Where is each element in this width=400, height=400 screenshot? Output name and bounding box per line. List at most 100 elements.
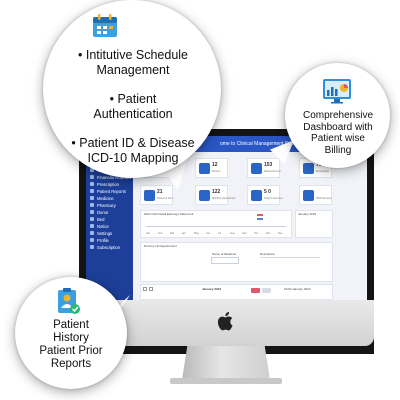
menu-icon: [90, 168, 94, 172]
menu-icon: [90, 245, 94, 249]
monitor-foot: [170, 378, 282, 384]
month-label: Feb: [158, 232, 163, 235]
month-label: Oct: [254, 232, 258, 235]
stat-icon: [199, 190, 210, 201]
menu-icon: [90, 203, 94, 207]
history-bubble-text: Patient History Patient Prior Reports: [20, 319, 122, 371]
month-label: Nov: [266, 232, 271, 235]
apple-logo-icon: [217, 311, 233, 331]
stat-icon: [251, 190, 262, 201]
feature-text: Patient ID & Disease: [79, 136, 195, 150]
menu-icon: [90, 182, 94, 186]
stat-value: 5 0: [264, 189, 271, 195]
stat-icon: [199, 163, 210, 174]
sidebar-item-label: Profile: [97, 237, 109, 243]
sidebar-item-label: Medicine: [97, 195, 114, 201]
month-label: Dec: [278, 232, 283, 235]
sidebar-item-notice[interactable]: Notice: [90, 223, 109, 229]
patient-report-icon: [58, 288, 80, 314]
description-title: Description: [260, 252, 276, 256]
calendar-icon: [93, 14, 117, 37]
bullet: •: [77, 48, 83, 62]
feature-text: Management: [96, 63, 170, 77]
prev-button[interactable]: [143, 287, 147, 291]
sidebar-item-label: Notice: [97, 223, 109, 229]
month-label: Jan: [146, 232, 151, 235]
menu-icon: [90, 210, 94, 214]
bubble-line: Patient: [53, 319, 89, 331]
month-label: Jul: [218, 232, 222, 235]
sidebar-item-bed[interactable]: Bed: [90, 216, 104, 222]
month-label: Mar: [170, 232, 175, 235]
sidebar-item-label: Patient Reports: [97, 188, 126, 194]
side-panel-title: January 2023: [298, 212, 317, 216]
monitor-stand: [182, 346, 270, 380]
menu-icon: [90, 231, 94, 235]
sidebar-item-subscription[interactable]: Subscription: [90, 244, 120, 250]
appointments-title: Dummy Ltd Appointment: [144, 244, 177, 248]
stat-card[interactable]: 5 0 Today's Services: [247, 185, 283, 205]
calendar-view-button[interactable]: [262, 288, 271, 293]
stat-value: 153: [264, 162, 273, 168]
sidebar-item-financial-activities[interactable]: Financial Activities: [90, 174, 131, 180]
stat-value: 21: [157, 189, 163, 195]
chart-gridline: [146, 226, 286, 227]
stat-value: 12: [212, 162, 218, 168]
month-label: Jun: [206, 232, 211, 235]
features-bubble: [43, 0, 221, 178]
sidebar-item-label: Bed: [97, 216, 105, 222]
feature-text: Patient: [117, 92, 157, 106]
sidebar-item-label: Subscription: [97, 244, 121, 250]
sidebar-item-medicine[interactable]: Medicine: [90, 195, 114, 201]
next-button[interactable]: [149, 287, 153, 291]
sidebar-item-prescription[interactable]: Prescription: [90, 181, 119, 187]
stat-value: 122: [212, 189, 221, 195]
sidebar-item-patient-reports[interactable]: Patient Reports: [90, 188, 126, 194]
calendar-month: January 2023: [202, 287, 222, 291]
calendar-view-button[interactable]: [251, 288, 260, 293]
dashboard-title: ome to Clinical Management System: [220, 141, 302, 147]
bullet: •: [109, 92, 114, 106]
bubble-line: Comprehensive: [302, 110, 374, 121]
medicine-search-input[interactable]: [211, 257, 239, 264]
sidebar-item-settings[interactable]: Settings: [90, 230, 112, 236]
calendar-panel: [140, 284, 333, 300]
feature-item-authentication: • Patient Authentication: [53, 92, 213, 122]
description-line: [260, 257, 320, 258]
feature-item-icd10: • Patient ID & Disease ICD-10 Mapping: [48, 136, 218, 166]
sidebar-item-label: Prescription: [97, 181, 120, 187]
stat-card[interactable]: SMS Services: [299, 185, 332, 205]
bubble-line: History: [53, 332, 89, 344]
stat-label: Patient & Visit: [157, 197, 173, 200]
stat-label: Today's Services: [264, 197, 283, 200]
menu-icon: [90, 196, 94, 200]
menu-icon: [90, 189, 94, 193]
sidebar-item-profile[interactable]: Profile: [90, 237, 109, 243]
earnings-panel: [140, 210, 292, 238]
menu-icon: [90, 175, 94, 179]
sidebar-item-donor[interactable]: Donor: [90, 209, 108, 215]
dashboard-bubble-text: Comprehensive Dashboard with Patient wis…: [290, 110, 386, 156]
stat-icon: [251, 163, 262, 174]
bubble-line: Reports: [50, 358, 92, 370]
stat-icon: [303, 190, 314, 201]
sidebar-item-label: Settings: [97, 230, 113, 236]
sidebar-item-pharmacy[interactable]: Pharmacy: [90, 202, 116, 208]
stat-label: Prescription: [316, 170, 330, 173]
month-label: Aug: [230, 232, 235, 235]
stat-label: SMS Services: [316, 197, 332, 200]
stat-icon: [303, 163, 314, 174]
sidebar-item-label: Donor: [97, 209, 109, 215]
bubble-line: Patient wise: [311, 133, 365, 144]
stat-label: Patient Record: [264, 170, 281, 173]
medicine-title: Name of Medicine: [212, 252, 237, 256]
menu-icon: [90, 238, 94, 242]
stat-value: 79: [316, 162, 322, 168]
feature-text: Intitutive Schedule: [85, 48, 189, 62]
calendar-date-range: 01/02 January 2023: [284, 287, 311, 291]
earnings-panel-title: 2023 OLD Detail Earnings Statement: [144, 212, 194, 216]
